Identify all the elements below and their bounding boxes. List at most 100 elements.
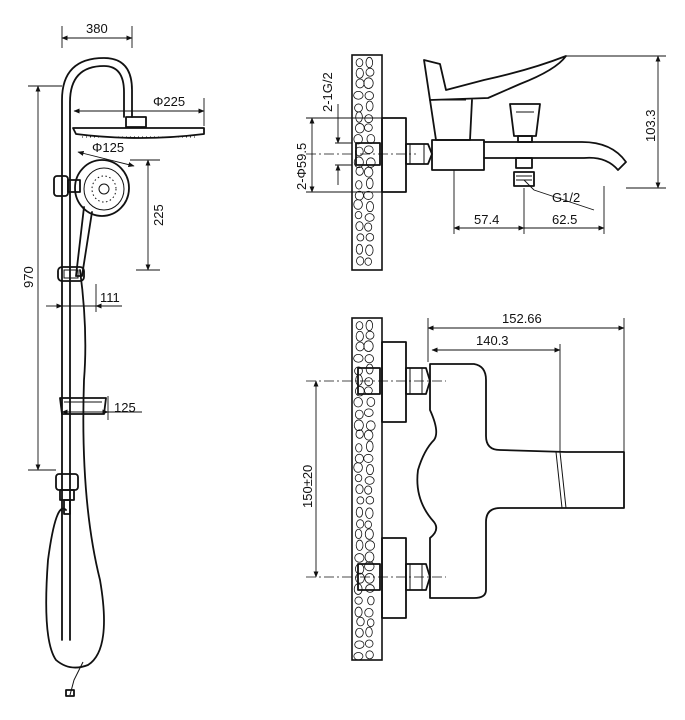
- wall-stone: [353, 90, 364, 100]
- wall-stone: [364, 561, 375, 572]
- dim-hand-diameter: Φ125: [92, 140, 124, 155]
- escutcheon-lower: [381, 537, 407, 619]
- wall-stones-top: [353, 319, 376, 661]
- head-connector: [125, 116, 147, 128]
- escutcheon-upper: [381, 341, 407, 423]
- wall-stone: [364, 520, 372, 529]
- dim-outlet-thread: G1/2: [552, 190, 580, 205]
- riser-pipe-inner: [69, 65, 125, 641]
- wall-stone: [366, 201, 374, 213]
- wall-stone: [367, 595, 375, 606]
- wall-stone: [364, 222, 373, 232]
- wall-stone: [364, 408, 374, 417]
- wall-stone: [355, 180, 363, 190]
- diverter-stem: [517, 135, 533, 143]
- wall-stone: [364, 257, 372, 266]
- dim-shelf-offset: 125: [114, 400, 136, 415]
- wall-stone: [355, 572, 365, 584]
- wall-stone: [363, 429, 374, 441]
- nut-upper: [405, 367, 431, 395]
- dim-body-length: 140.3: [476, 333, 509, 348]
- wall-stone: [353, 419, 364, 432]
- dim-centers: 150±20: [300, 465, 315, 508]
- wall-stone: [356, 519, 365, 529]
- shower-hose: [45, 269, 105, 669]
- mixer-side-view: 2-1G/2 2-Φ59.5 103.3 G1/2 57.4 62.5: [294, 54, 666, 271]
- wall-stone: [364, 476, 375, 485]
- wall-stone: [365, 650, 374, 660]
- wall-stone: [365, 363, 374, 375]
- wall-stone: [355, 166, 364, 176]
- wall-stone: [365, 67, 375, 77]
- wall-stone: [355, 374, 363, 386]
- dim-column-height: 970: [21, 266, 36, 288]
- dim-slider-offset: 111: [100, 290, 120, 305]
- wall-stone: [364, 145, 374, 154]
- dim-head-diameter: Φ225: [153, 94, 185, 109]
- wall-stone: [355, 111, 363, 123]
- wall-stone: [353, 462, 363, 473]
- wall-stone: [365, 330, 375, 340]
- wall-stone: [353, 353, 364, 363]
- wall-stone: [355, 67, 364, 79]
- wall-stone: [355, 429, 364, 439]
- wall-stone: [364, 354, 374, 364]
- wall-stone: [365, 244, 374, 256]
- riser-pipe: [61, 57, 133, 641]
- wall-stone: [364, 485, 373, 495]
- wall-stone: [365, 584, 375, 593]
- wall-stone: [365, 496, 375, 505]
- wall-stone: [364, 608, 374, 618]
- rain-head: [72, 127, 205, 139]
- wall-stone: [364, 551, 375, 563]
- wall-stone: [355, 627, 364, 638]
- upper-holder: [53, 175, 69, 197]
- wall-stone: [365, 56, 374, 69]
- diverter: [55, 473, 79, 491]
- wall-stone: [366, 440, 374, 453]
- outlet-thread: [513, 171, 535, 187]
- mixer-top-view: 152.66 140.3 150±20: [300, 311, 625, 661]
- nut-lower: [405, 563, 431, 591]
- wall-section-side: [351, 54, 383, 271]
- lever-handle-side: [423, 55, 567, 101]
- wall-stone: [353, 134, 363, 145]
- wall-stone: [365, 319, 374, 332]
- wall-stone: [365, 100, 374, 112]
- wall-stone: [355, 221, 364, 232]
- wall-stone: [366, 618, 375, 627]
- wall-stones-side: [353, 56, 376, 266]
- wall-stone: [364, 540, 376, 551]
- wall-stone: [355, 321, 364, 331]
- hand-shower: [74, 159, 130, 277]
- wall-stone: [364, 213, 375, 222]
- diverter-knob: [509, 103, 541, 137]
- lever-joint: [555, 451, 563, 509]
- wall-stone: [364, 91, 374, 101]
- wall-stone: [363, 190, 374, 200]
- wall-stone: [353, 199, 363, 210]
- dim-arm-reach: 380: [86, 21, 108, 36]
- escutcheon: [381, 117, 407, 193]
- wall-stone: [354, 640, 365, 649]
- wall-stone: [354, 606, 363, 618]
- wall-stone: [366, 177, 374, 190]
- wall-stone: [354, 409, 364, 420]
- upper-holder-arm: [67, 179, 81, 193]
- dim-escutcheon: 2-Φ59.5: [294, 143, 309, 190]
- wall-stone: [355, 539, 364, 551]
- wall-stone: [365, 157, 376, 168]
- wall-stone: [356, 616, 365, 627]
- wall-stone: [364, 123, 373, 132]
- wall-stone: [353, 397, 363, 408]
- dim-hand-to-head: 225: [151, 204, 166, 226]
- wall-stone: [355, 243, 364, 255]
- wall-stone: [365, 507, 374, 519]
- wall-stone: [353, 156, 364, 169]
- shower-outlet: [515, 157, 533, 169]
- mixer-body-side: [431, 139, 485, 171]
- hose-cone: [65, 689, 75, 697]
- wall-stone: [355, 443, 363, 453]
- wall-stone: [353, 652, 364, 661]
